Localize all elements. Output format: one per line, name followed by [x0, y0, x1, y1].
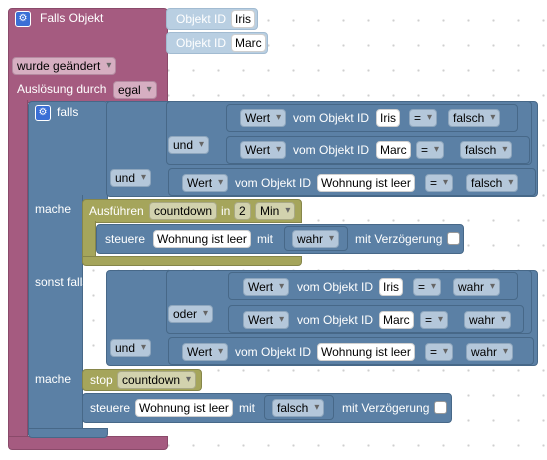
- make-label: mache: [35, 202, 72, 216]
- object-id-field[interactable]: Iris: [231, 10, 255, 28]
- trigger-block-left-rail: [8, 100, 28, 445]
- object-id-field[interactable]: Wohnung ist leer: [317, 343, 415, 361]
- stop-label: stop: [90, 373, 113, 387]
- operator-select[interactable]: =: [425, 343, 454, 361]
- operator-select[interactable]: =: [409, 109, 438, 127]
- value-select[interactable]: Wert: [240, 109, 287, 127]
- with-label: mit: [239, 401, 255, 415]
- control-object-field[interactable]: Wohnung ist leer: [135, 399, 233, 417]
- or-select[interactable]: oder: [168, 305, 214, 323]
- from-object-label: vom Objekt ID: [297, 280, 374, 294]
- object-id-label: Objekt ID: [176, 12, 227, 26]
- and-select[interactable]: und: [168, 136, 210, 154]
- trigger-by-label: Auslösung durch: [17, 82, 107, 96]
- value-select[interactable]: Wert: [182, 343, 229, 361]
- from-object-label: vom Objekt ID: [235, 345, 312, 359]
- object-id-field[interactable]: Marc: [379, 311, 414, 329]
- from-object-label: vom Objekt ID: [235, 176, 312, 190]
- timeout-unit-select[interactable]: Min: [255, 202, 296, 220]
- delay-checkbox[interactable]: [447, 232, 460, 245]
- and-select[interactable]: und: [110, 339, 152, 357]
- if-block-left-rail: [28, 195, 83, 435]
- trigger-by-select[interactable]: egal: [113, 81, 157, 99]
- bool-select[interactable]: wahr: [292, 230, 340, 248]
- operator-select[interactable]: =: [425, 174, 454, 192]
- bool-select[interactable]: wahr: [464, 311, 512, 329]
- stop-name-select[interactable]: countdown: [117, 371, 197, 389]
- operator-select[interactable]: =: [416, 141, 445, 159]
- from-object-label: vom Objekt ID: [293, 143, 370, 157]
- bool-select[interactable]: wahr: [453, 278, 501, 296]
- changed-select[interactable]: wurde geändert: [12, 57, 117, 75]
- bool-select[interactable]: wahr: [466, 343, 514, 361]
- object-id-field[interactable]: Marc: [231, 34, 266, 52]
- falls-label: falls: [57, 105, 79, 119]
- bool-select[interactable]: falsch: [448, 109, 501, 127]
- trigger-block-bottom: [8, 436, 168, 450]
- object-id-field[interactable]: Iris: [379, 278, 403, 296]
- control-object-field[interactable]: Wohnung ist leer: [153, 230, 251, 248]
- make-label: mache: [35, 372, 72, 386]
- timeout-name-field[interactable]: countdown: [149, 202, 218, 220]
- timeout-block-bottom: [82, 256, 302, 266]
- value-select[interactable]: Wert: [243, 311, 290, 329]
- gear-icon[interactable]: ⚙: [15, 11, 31, 27]
- bool-select[interactable]: falsch: [272, 399, 325, 417]
- object-id-label: Objekt ID: [176, 36, 227, 50]
- timeout-amount-field[interactable]: 2: [234, 202, 251, 220]
- in-label: in: [221, 204, 231, 218]
- bool-select[interactable]: falsch: [466, 174, 519, 192]
- if-block-bottom: [28, 428, 108, 438]
- delay-label: mit Verzögerung: [355, 232, 443, 246]
- from-object-label: vom Objekt ID: [293, 111, 370, 125]
- delay-checkbox[interactable]: [434, 401, 447, 414]
- operator-select[interactable]: =: [413, 278, 442, 296]
- value-select[interactable]: Wert: [240, 141, 287, 159]
- and-select[interactable]: und: [110, 169, 152, 187]
- else-if-label: sonst falls: [35, 275, 89, 289]
- object-id-field[interactable]: Iris: [376, 109, 400, 127]
- control-label: steuere: [90, 401, 131, 415]
- value-select[interactable]: Wert: [182, 174, 229, 192]
- bool-select[interactable]: falsch: [460, 141, 513, 159]
- execute-label: Ausführen: [89, 204, 144, 218]
- value-select[interactable]: Wert: [243, 278, 290, 296]
- with-label: mit: [257, 232, 273, 246]
- object-id-field[interactable]: Marc: [376, 141, 411, 159]
- gear-icon[interactable]: ⚙: [35, 105, 51, 121]
- control-label: steuere: [105, 232, 146, 246]
- trigger-title: Falls Objekt: [40, 11, 104, 25]
- object-id-field[interactable]: Wohnung ist leer: [317, 174, 415, 192]
- from-object-label: vom Objekt ID: [297, 313, 374, 327]
- delay-label: mit Verzögerung: [342, 401, 430, 415]
- operator-select[interactable]: =: [420, 311, 449, 329]
- timeout-block-rail: [82, 221, 96, 263]
